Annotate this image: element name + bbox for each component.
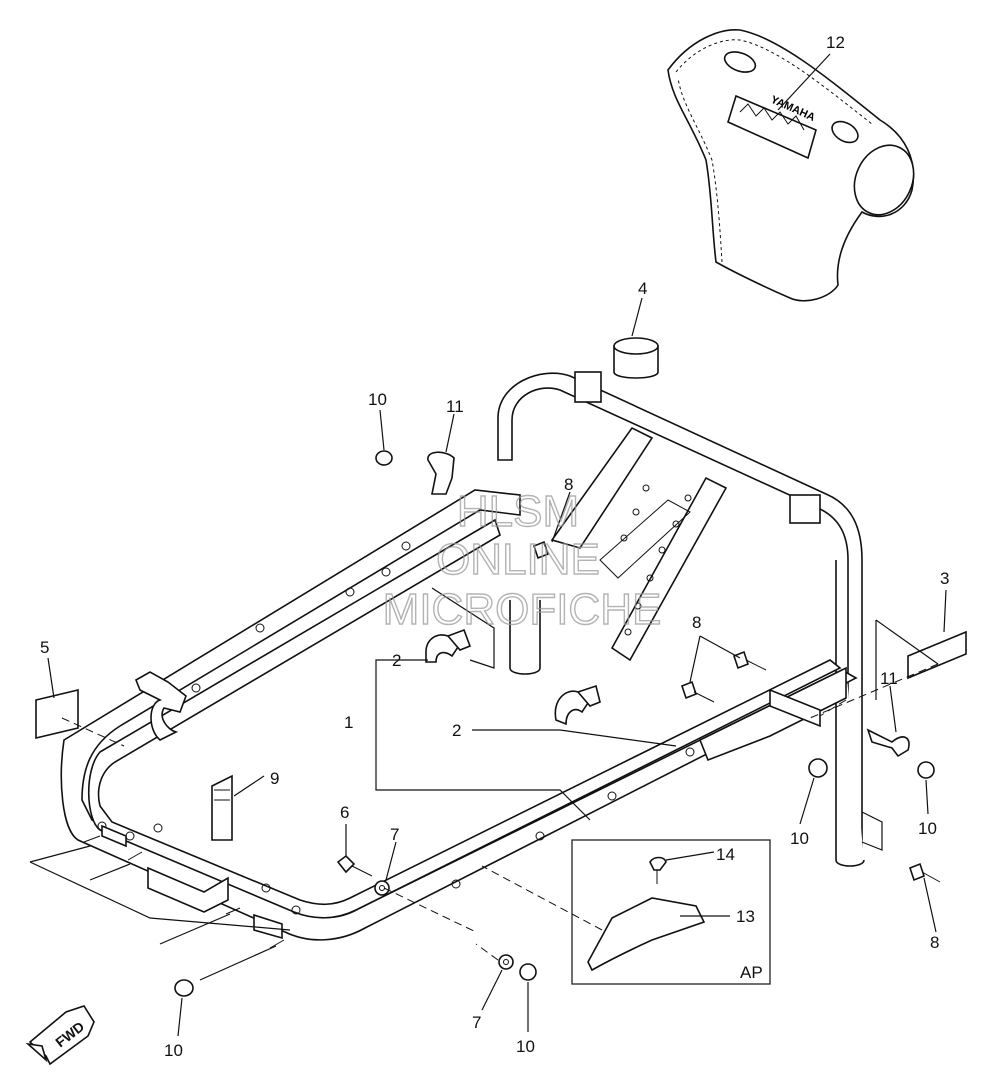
- callout-7-upper: 7: [390, 825, 399, 844]
- callout-8-right: 8: [692, 613, 701, 632]
- callout-11-upper: 11: [446, 397, 464, 416]
- callout-10-bottom-left: 10: [164, 1041, 183, 1060]
- handlebar-pad: YAMAHA: [667, 29, 915, 302]
- label-plate-3: [907, 630, 967, 680]
- watermark-line-1: HLSM: [457, 487, 579, 536]
- callout-8-upper: 8: [564, 475, 573, 494]
- callout-5: 5: [40, 638, 49, 657]
- callout-13: 13: [736, 907, 755, 926]
- watermark: HLSM ONLINE MICROFICHE: [382, 486, 662, 634]
- bracket-hook-upper: [427, 451, 455, 495]
- callout-2-lower: 2: [452, 721, 461, 740]
- steering-pole-frame: [497, 371, 865, 867]
- inset-label-ap: AP: [740, 963, 763, 982]
- callout-4: 4: [638, 279, 647, 298]
- watermark-line-3: MICROFICHE: [383, 585, 662, 634]
- label-plate-5: [35, 688, 79, 740]
- collar-part: [613, 337, 659, 379]
- bracket-hook-right: [866, 728, 910, 758]
- watermark-line-2: ONLINE: [436, 535, 600, 584]
- reference-lines: [61, 663, 939, 961]
- callout-8-lower: 8: [930, 933, 939, 952]
- main-base-frame: [60, 489, 858, 941]
- callout-9: 9: [270, 769, 279, 788]
- callout-3: 3: [940, 569, 949, 588]
- callout-6: 6: [340, 803, 349, 822]
- callout-11-right: 11: [880, 669, 898, 688]
- callout-1: 1: [344, 713, 353, 732]
- callout-10-right-inner: 10: [790, 829, 809, 848]
- inset-ap-box: [571, 839, 771, 985]
- callout-2-upper: 2: [392, 651, 401, 670]
- callout-numbers: 12 4 10 11 8 3 5 8 2 11 1 2 9 6 7 10 10 …: [40, 33, 949, 1060]
- callout-14: 14: [716, 845, 735, 864]
- clamp-upper: [425, 628, 472, 663]
- fasteners: [83, 450, 941, 997]
- callout-10-bottom-mid: 10: [516, 1037, 535, 1056]
- callout-12: 12: [826, 33, 845, 52]
- callout-7-lower: 7: [472, 1013, 481, 1032]
- forward-arrow-icon: FWD: [25, 1005, 95, 1066]
- leader-lines: [29, 53, 947, 1037]
- callout-10-right-outer: 10: [918, 819, 937, 838]
- callout-10-upper: 10: [368, 390, 387, 409]
- clamp-lower: [554, 684, 601, 726]
